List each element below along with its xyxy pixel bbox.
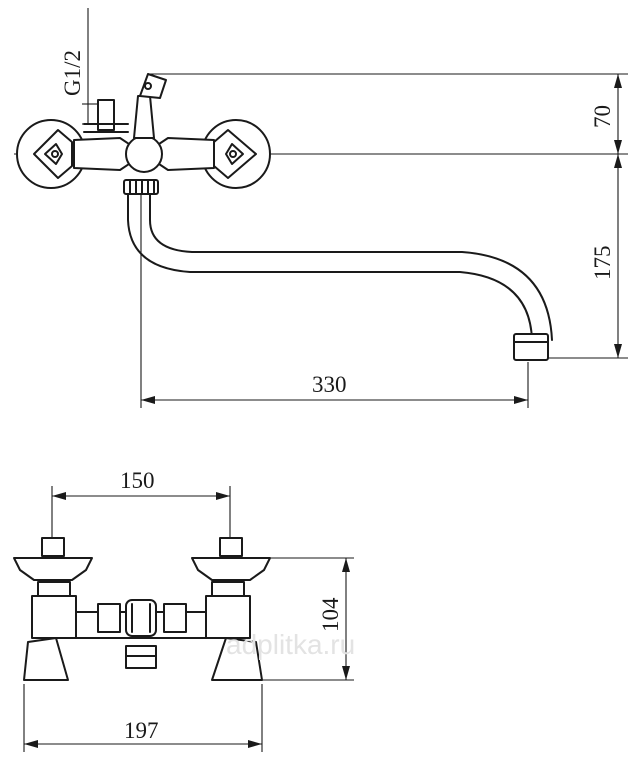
reach-dimension: 330 [141,372,528,404]
dim-70-label: 70 [590,105,615,128]
spout [127,193,553,361]
dim-150-label: 150 [120,468,155,493]
left-handle [16,119,86,189]
front-mixer-body [75,599,207,669]
watermark: adplitka.ru [226,629,355,660]
spout-nut [123,179,159,195]
top-view: G1/2 70 175 330 [14,8,628,408]
dim-197-label: 197 [124,718,159,743]
front-view: 150 [13,468,355,752]
dim-330-label: 330 [312,372,347,397]
diverter-lever [133,73,167,139]
dim-175-label: 175 [590,246,615,281]
height-dimensions: 70 175 [590,74,622,358]
left-valve [13,537,93,681]
centers-dimension: 150 [51,468,231,540]
right-valve [191,537,271,681]
front-width-dimension: 197 [23,684,263,752]
front-height-dimension: 104 [262,557,354,681]
thread-dimension: G1/2 [60,8,98,125]
thread-label: G1/2 [60,50,85,96]
dim-104-label: 104 [318,597,343,632]
